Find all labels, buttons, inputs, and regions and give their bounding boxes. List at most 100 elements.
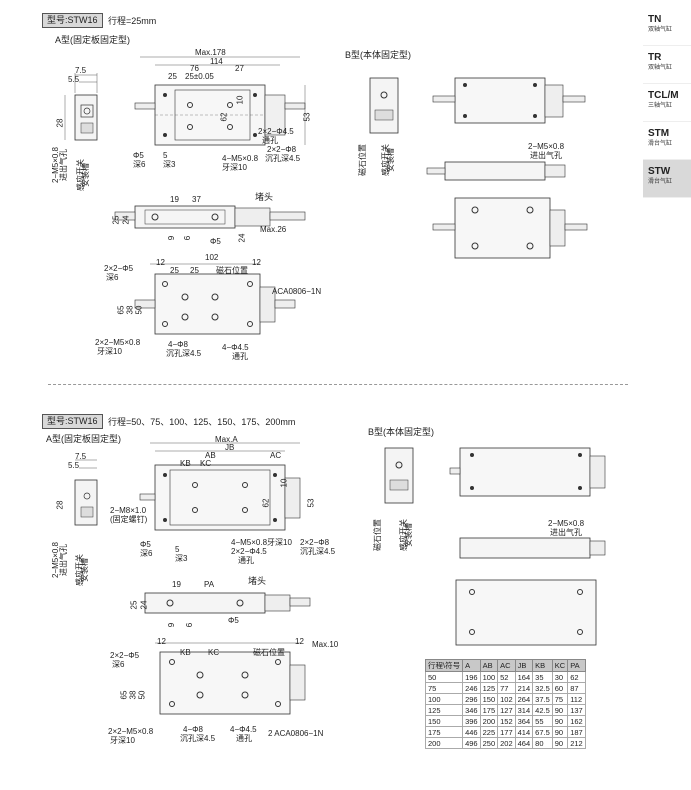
table-cell: 55 [532,715,553,727]
model-tag: 型号:STW16 [42,13,103,28]
s2-port-label-2: 进出气孔 [59,544,68,576]
type-b-title-2: B型(本体固定型) [368,427,434,437]
dim-6: 6 [183,235,193,241]
table-cell: 175 [479,704,499,716]
table-cell: 177 [497,726,516,738]
s1-side-view [64,73,98,141]
s2-dim-62: 62 [261,498,271,508]
s1-b-views [369,77,588,259]
s2-m5b: 2×2−M5×0.8 [108,727,154,736]
table-cell: 90 [551,726,569,738]
nav-code: STW [648,166,671,177]
s2-jb: JB [225,443,235,452]
table-cell: 42.5 [532,704,553,716]
s2-phi5b: Φ5 [228,616,239,625]
table-cell: 62 [567,671,586,683]
dim-114: 114 [210,57,223,66]
dim-9: 9 [167,235,177,241]
s2-b-port: 2−M5×0.8 [548,519,585,528]
dim-25: 25 [168,72,177,81]
s2-dim-53: 53 [306,498,316,508]
hole-45-label: 2×2−Φ4.5 [258,127,294,136]
b-magnet-label: 磁石位置 [358,144,367,176]
table-cell: 137 [567,704,586,716]
table-header-row: 行程\符号 A AB AC JB KB KC PA [424,659,586,672]
s1-bottom-view [134,263,296,335]
dim-24b: 24 [237,233,247,243]
nav-code: TCL/M [648,90,679,101]
s2-phi45: 4−Φ4.5 [230,725,257,734]
table-cell: 150 [424,715,464,727]
thread10b-label: 牙深10 [97,347,122,356]
b-port-label-2: 进出气孔 [530,151,562,160]
thru-label: 通孔 [262,136,278,145]
deep6-label: 深6 [133,160,146,169]
table-cell: 162 [567,715,586,727]
table-cell: 127 [497,704,516,716]
nav-sub: 双轴气缸 [648,65,673,71]
table-cell: 100 [479,671,499,683]
s2-b-views [384,447,606,646]
s2-dim-9: 9 [167,622,177,628]
table-cell: 87 [567,682,586,694]
table-cell: 80 [532,737,553,749]
s2-front-view [144,592,311,614]
s2-kb: KB [180,459,191,468]
s2-dim-28: 28 [55,500,65,510]
table-header: KC [551,659,569,672]
table-cell: 102 [497,693,516,705]
type-a-title: A型(固定板固定型) [55,35,130,45]
phi8-label: 4−Φ8 [168,340,188,349]
stroke-label-2: 行程=50、75、100、125、150、175、200mm [108,417,296,427]
deep6b-label: 深6 [106,273,119,282]
table-cell: 250 [479,737,499,749]
table-cell: 30 [551,671,569,683]
s2-thread10: 牙深10 [110,736,135,745]
dim-7-5: 7.5 [75,66,87,75]
thru2-label: 通孔 [232,352,248,361]
table-cell: 202 [497,737,516,749]
table-cell: 196 [462,671,481,683]
s1-front-view [114,205,306,229]
s2-deep6: 深6 [140,549,153,558]
s2-phi8b: 4−Φ8 [183,725,203,734]
table-cell: 212 [567,737,586,749]
s2-thru: 通孔 [238,556,254,565]
hole-8-label: 2×2−Φ8 [267,145,297,154]
thread-label: 牙深10 [222,163,247,172]
table-cell: 396 [462,715,481,727]
table-cell: 100 [424,693,464,705]
s2-counter2: 沉孔深4.5 [180,734,216,743]
table-cell: 125 [424,704,464,716]
dim-5: 5 [163,151,168,160]
table-cell: 37.5 [532,693,553,705]
dim-12: 12 [156,258,165,267]
table-cell: 264 [514,693,534,705]
counter2-label: 沉孔深4.5 [166,349,202,358]
reed-label-2: 安装槽 [81,163,90,187]
s2-hole-a: 2×2−Φ5 [110,651,140,660]
s2-hole45: 2×2−Φ4.5 [231,547,267,556]
s2-aca: 2 ACA0806−1N [268,729,324,738]
model-tag-2: 型号:STW16 [42,414,103,429]
s2-b-port-2: 进出气孔 [550,528,582,537]
s2-phi5: Φ5 [140,540,151,549]
table-cell: 346 [462,704,481,716]
dim-53: 53 [302,112,312,122]
table-cell: 125 [479,682,499,694]
m5-label: 4−M5×0.8 [222,154,259,163]
max26-label: Max.26 [260,225,287,234]
table-cell: 75 [424,682,464,694]
s2-magnet: 磁石位置 [253,648,285,657]
dim-25b: 25 [111,215,121,225]
dim-max: Max.178 [195,48,226,57]
